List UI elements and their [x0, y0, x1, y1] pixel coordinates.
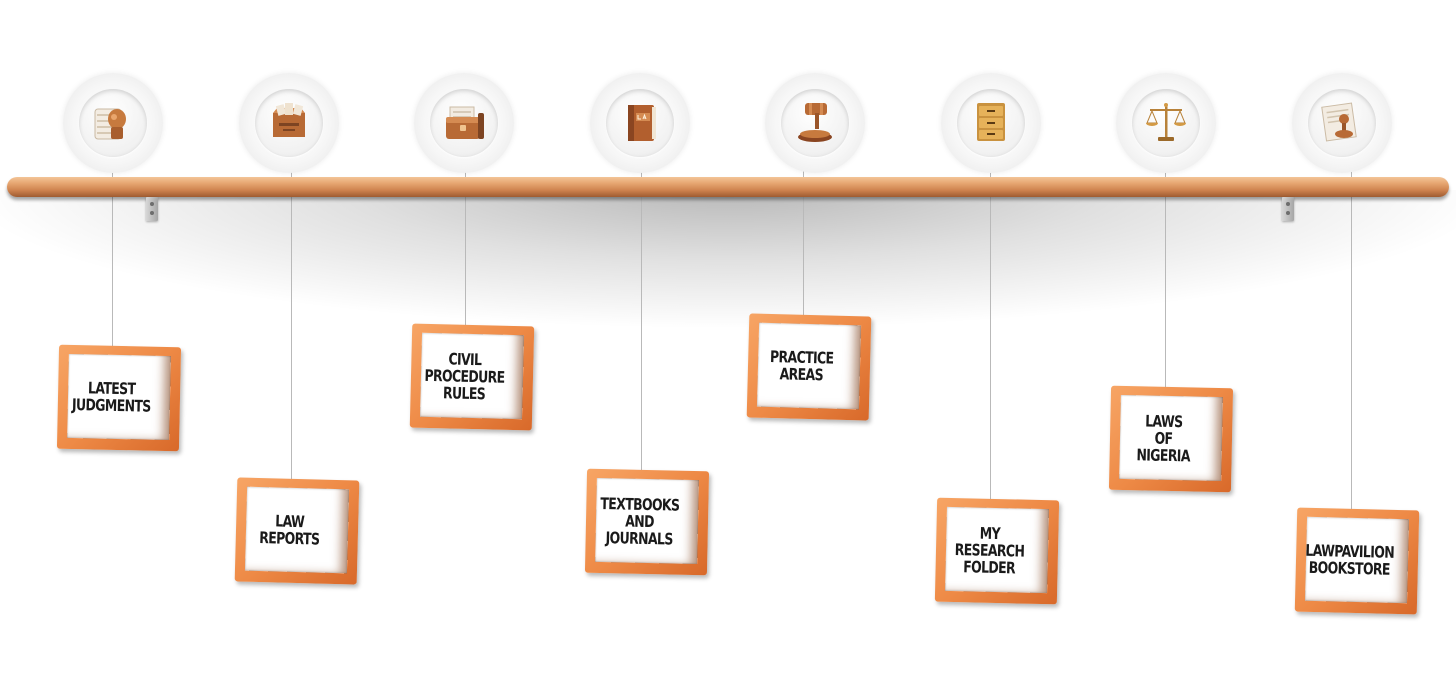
frame-inner: LATEST JUDGMENTS	[67, 353, 171, 441]
stamp-icon	[1321, 102, 1357, 142]
wooden-shelf	[7, 177, 1449, 197]
judge-wig-icon-button[interactable]	[63, 73, 163, 173]
menu-item-label: MY RESEARCH FOLDER	[954, 523, 1025, 577]
frame-inner: LAWS OF NIGERIA	[1119, 394, 1223, 482]
hanging-string	[112, 160, 113, 350]
shelf-bracket-right	[1282, 197, 1294, 221]
documents-box-icon	[273, 103, 305, 137]
law-book-icon	[628, 105, 656, 141]
menu-item-lawpavilion-bookstore[interactable]: LAWPAVILION BOOKSTORE	[1294, 507, 1420, 615]
briefcase-papers-icon-button[interactable]	[414, 73, 514, 173]
menu-item-label: PRACTICE AREAS	[769, 346, 834, 385]
menu-item-laws-of-nigeria[interactable]: LAWS OF NIGERIA	[1108, 385, 1234, 493]
documents-box-icon-button[interactable]	[239, 73, 339, 173]
menu-item-label: CIVIL PROCEDURE RULES	[424, 348, 505, 403]
judge-wig-icon	[94, 108, 126, 140]
scales-of-justice-icon	[1146, 103, 1186, 141]
menu-item-label: TEXTBOOKS AND JOURNALS	[600, 493, 680, 549]
scales-of-justice-icon-button[interactable]	[1116, 73, 1216, 173]
filing-cabinet-icon	[977, 103, 1005, 141]
hanging-string	[465, 160, 466, 328]
hanging-string	[803, 160, 804, 318]
law-book-icon-button[interactable]	[590, 73, 690, 173]
hanging-string	[291, 160, 292, 482]
frame-inner: MY RESEARCH FOLDER	[945, 506, 1049, 594]
frame-inner: TEXTBOOKS AND JOURNALS	[595, 477, 699, 565]
menu-item-label: LAWS OF NIGERIA	[1136, 410, 1191, 465]
frame-inner: PRACTICE AREAS	[756, 322, 862, 410]
menu-item-label: LATEST JUDGMENTS	[71, 378, 151, 416]
stamp-icon-button[interactable]	[1292, 73, 1392, 173]
gavel-icon-button[interactable]	[765, 73, 865, 173]
menu-item-label: LAWPAVILION BOOKSTORE	[1305, 540, 1395, 579]
menu-item-law-reports[interactable]: LAW REPORTS	[234, 477, 360, 585]
frame-inner: CIVIL PROCEDURE RULES	[420, 332, 525, 420]
frame-inner: LAWPAVILION BOOKSTORE	[1305, 516, 1410, 604]
shelf-bracket-left	[146, 197, 158, 221]
frame-inner: LAW REPORTS	[244, 486, 350, 574]
gavel-icon	[798, 103, 832, 142]
hanging-string	[990, 160, 991, 502]
menu-item-civil-procedure-rules[interactable]: CIVIL PROCEDURE RULES	[409, 323, 535, 431]
hanging-string	[641, 160, 642, 472]
briefcase-papers-icon	[446, 106, 484, 139]
menu-item-label: LAW REPORTS	[259, 511, 320, 549]
shelf-shadow	[0, 190, 1456, 330]
menu-item-textbooks-and-journals[interactable]: TEXTBOOKS AND JOURNALS	[584, 468, 710, 576]
menu-item-my-research-folder[interactable]: MY RESEARCH FOLDER	[934, 497, 1060, 605]
menu-item-practice-areas[interactable]: PRACTICE AREAS	[746, 313, 872, 421]
hanging-string	[1165, 160, 1166, 390]
hanging-string	[1351, 160, 1352, 512]
menu-item-latest-judgments[interactable]: LATEST JUDGMENTS	[56, 344, 182, 452]
filing-cabinet-icon-button[interactable]	[941, 73, 1041, 173]
